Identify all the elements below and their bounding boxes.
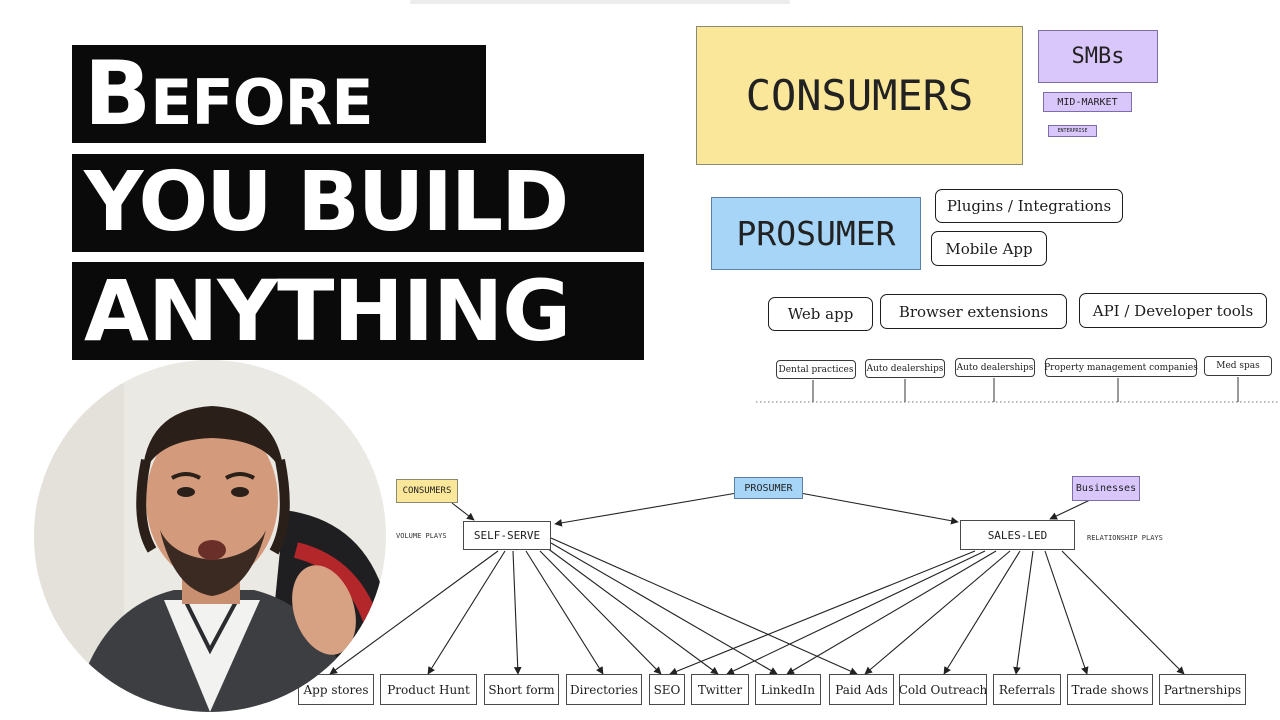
title-line-before: Before <box>72 45 486 143</box>
channel-app-stores: App stores <box>298 674 374 705</box>
title-text-1: Before <box>84 42 374 145</box>
channel-paid-ads: Paid Ads <box>829 674 894 705</box>
consumers-box: CONSUMERS <box>696 26 1023 165</box>
smbs-box: SMBs <box>1038 30 1158 83</box>
prosumer-box: PROSUMER <box>711 197 921 270</box>
channel-trade-shows: Trade shows <box>1067 674 1153 705</box>
presenter-photo <box>34 360 386 712</box>
businesses-tag: Businesses <box>1072 476 1140 501</box>
mid-market-box: MID-MARKET <box>1043 92 1132 112</box>
relationship-plays-label: RELATIONSHIP PLAYS <box>1087 534 1163 542</box>
channel-twitter: Twitter <box>691 674 749 705</box>
mobile-app-pill: Mobile App <box>931 231 1047 266</box>
channel-referrals: Referrals <box>993 674 1061 705</box>
channel-directories: Directories <box>566 674 642 705</box>
niche-property: Property management companies <box>1044 358 1198 377</box>
channel-linkedin: LinkedIn <box>755 674 821 705</box>
niche-med-spas: Med spas <box>1204 356 1272 376</box>
title-line-you-build: YOU BUILD <box>72 154 644 252</box>
self-serve-node: SELF-SERVE <box>463 521 551 550</box>
niche-auto-1: Auto dealerships <box>865 359 945 378</box>
plugins-integrations-pill: Plugins / Integrations <box>935 189 1123 223</box>
browser-extensions-pill: Browser extensions <box>880 294 1067 329</box>
channel-partnerships: Partnerships <box>1159 674 1246 705</box>
channel-cold-outreach: Cold Outreach <box>899 674 987 705</box>
web-app-pill: Web app <box>768 297 873 331</box>
channel-seo: SEO <box>649 674 685 705</box>
api-developer-tools-pill: API / Developer tools <box>1079 293 1267 328</box>
consumers-tag: CONSUMERS <box>396 479 458 503</box>
volume-plays-label: VOLUME PLAYS <box>396 532 447 540</box>
channel-short-form: Short form <box>484 674 559 705</box>
title-text-3: ANYTHING <box>84 262 571 360</box>
top-divider <box>410 0 790 4</box>
enterprise-box: ENTERPRISE <box>1048 125 1097 137</box>
sales-led-node: SALES-LED <box>960 520 1075 550</box>
title-line-anything: ANYTHING <box>72 262 644 360</box>
channel-product-hunt: Product Hunt <box>380 674 477 705</box>
niche-dental: Dental practices <box>776 360 856 379</box>
niche-auto-2: Auto dealerships <box>955 358 1035 377</box>
prosumer-tag: PROSUMER <box>734 477 803 499</box>
title-text-2: YOU BUILD <box>84 155 569 250</box>
